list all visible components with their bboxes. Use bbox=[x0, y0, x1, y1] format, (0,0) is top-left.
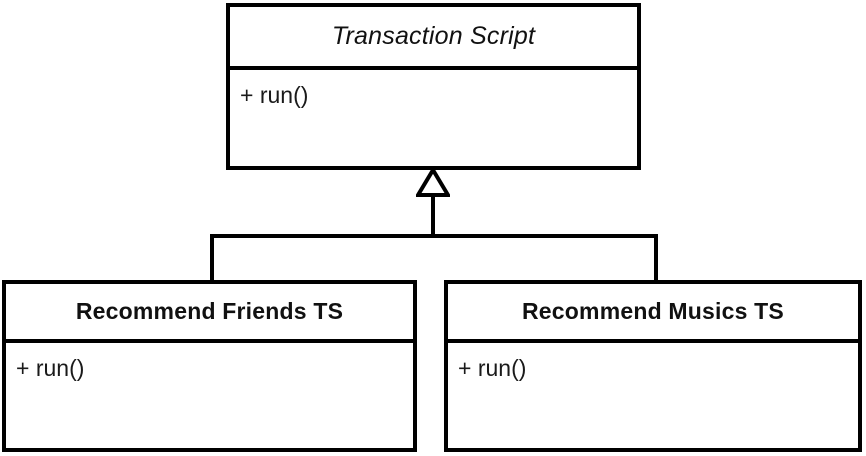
class-name-compartment: Recommend Musics TS bbox=[448, 284, 858, 343]
class-name-transaction-script: Transaction Script bbox=[331, 22, 536, 50]
class-name-recommend-musics-ts: Recommend Musics TS bbox=[522, 298, 784, 324]
class-member-run: + run() bbox=[16, 355, 85, 381]
generalization-branch-right bbox=[654, 234, 658, 282]
class-members-compartment: + run() bbox=[6, 343, 413, 438]
class-name-recommend-friends-ts: Recommend Friends TS bbox=[75, 298, 344, 324]
class-box-recommend-musics-ts[interactable]: Recommend Musics TS + run() bbox=[444, 280, 862, 452]
class-name-compartment: Recommend Friends TS bbox=[6, 284, 413, 343]
class-box-recommend-friends-ts[interactable]: Recommend Friends TS + run() bbox=[2, 280, 417, 452]
class-name-compartment: Transaction Script bbox=[230, 7, 637, 70]
class-members-compartment: + run() bbox=[230, 70, 637, 166]
generalization-horizontal-line bbox=[210, 234, 658, 238]
class-member-run: + run() bbox=[458, 355, 527, 381]
generalization-branch-left bbox=[210, 234, 214, 282]
class-members-compartment: + run() bbox=[448, 343, 858, 438]
generalization-stem-line bbox=[431, 195, 435, 238]
generalization-arrowhead-icon bbox=[416, 167, 450, 197]
class-box-transaction-script[interactable]: Transaction Script + run() bbox=[226, 3, 641, 170]
class-member-run: + run() bbox=[240, 82, 309, 108]
